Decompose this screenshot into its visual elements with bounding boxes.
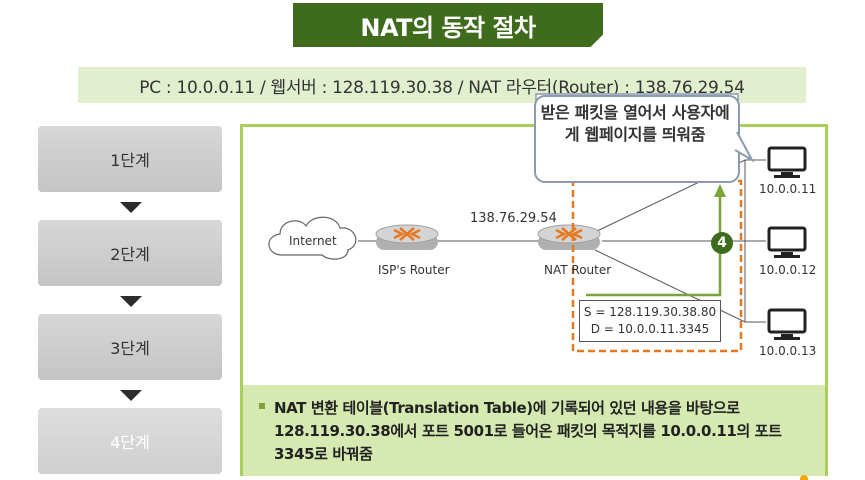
isp-router-icon [375, 224, 439, 250]
nat-ip-label: 138.76.29.54 [470, 211, 557, 226]
nat-router-label: NAT Router [544, 263, 612, 277]
step-1[interactable]: 1단계 [38, 126, 222, 192]
callout-pointer [734, 131, 755, 163]
pc2-monitor-icon [767, 226, 807, 258]
pc3-monitor-icon [767, 308, 807, 340]
step-3[interactable]: 3단계 [38, 314, 222, 380]
pc2-ip-label: 10.0.0.12 [759, 263, 817, 277]
nat-router-icon [537, 224, 601, 250]
note-bullet-icon [259, 403, 265, 409]
note-panel [243, 385, 825, 476]
packet-path-arrow [586, 196, 722, 297]
pc1-ip-label: 10.0.0.11 [759, 182, 817, 196]
callout-text: 받은 패킷을 열어서 사용자에게 웹페이지를 띄워줌 [540, 103, 730, 144]
pc1-monitor-icon [767, 146, 807, 178]
step-arrow-1 [120, 202, 142, 213]
internet-cloud-icon [268, 216, 357, 260]
step-2[interactable]: 2단계 [38, 220, 222, 286]
pc3-ip-label: 10.0.0.13 [759, 344, 817, 358]
internet-label: Internet [289, 234, 337, 248]
step-arrow-2 [120, 296, 142, 307]
step-arrow-3 [120, 390, 142, 401]
packet-source: S = 128.119.30.38.80 [583, 305, 717, 319]
isp-router-label: ISP's Router [378, 263, 450, 277]
packet-dest: D = 10.0.0.11.3345 [590, 322, 710, 336]
page-title: NAT의 동작 절차 [293, 3, 603, 47]
arrow-head-icon [714, 184, 726, 197]
note-text: NAT 변환 테이블(Translation Table)에 기록되어 있던 내… [274, 399, 782, 463]
step-4[interactable]: 4단계 [38, 408, 222, 474]
packet-header-box: S = 128.119.30.38.80 D = 10.0.0.11.3345 [579, 300, 721, 342]
corner-dot-icon [800, 475, 808, 480]
step-number-badge: 4 [711, 232, 733, 254]
